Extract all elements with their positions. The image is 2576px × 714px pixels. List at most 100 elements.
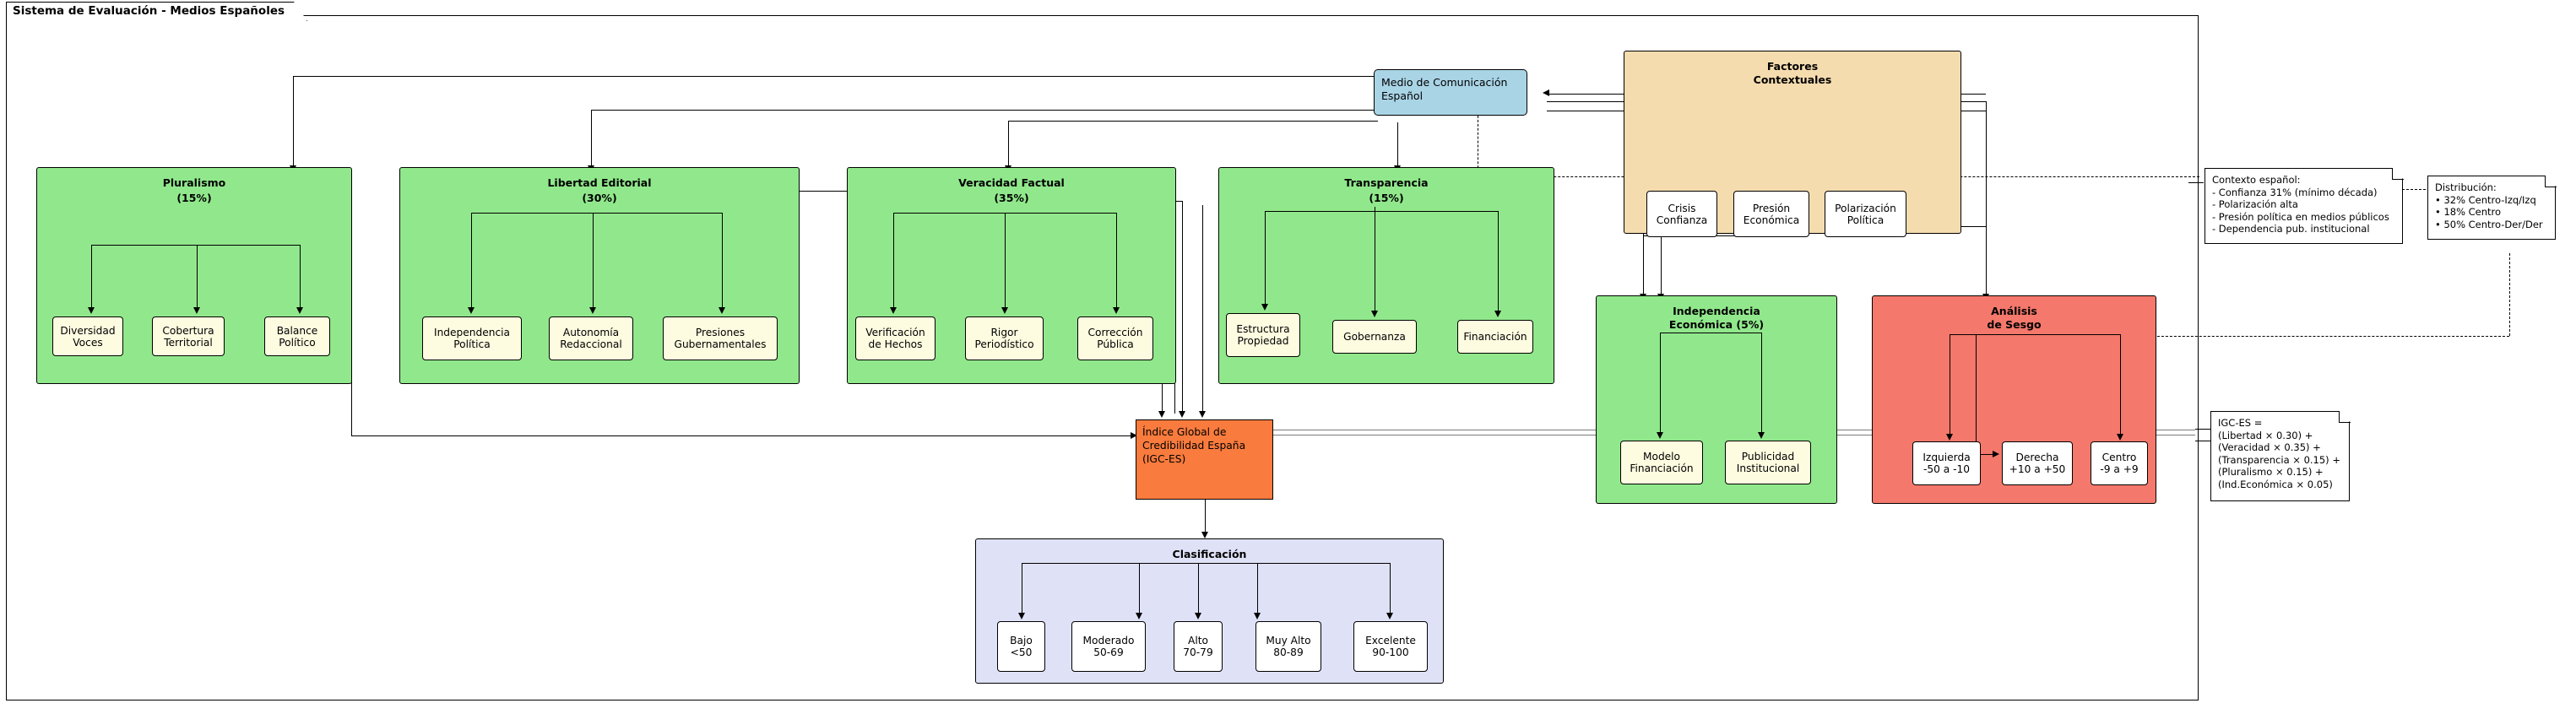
arrowhead-medio [1543, 89, 1549, 96]
group-independencia-title-1: Independencia [1673, 305, 1760, 317]
diagram-frame [6, 15, 2199, 700]
group-independencia-title-2: Económica (5%) [1668, 318, 1765, 331]
arrowhead-balance [296, 307, 303, 314]
edge-polar-bias-v [1986, 101, 1988, 295]
edge-ctx-ind-h [1643, 235, 1792, 237]
arrowhead-publicidad [1758, 432, 1765, 439]
leaf-derecha[interactable]: Derecha +10 a +50 [2002, 441, 2073, 485]
edge-medio-transparencia [1397, 122, 1399, 166]
arrowhead-independencia-politica [468, 307, 475, 314]
arrowhead-muy-alto [1254, 613, 1261, 619]
leaf-correccion-publica[interactable]: Corrección Pública [1077, 316, 1153, 360]
note-distribucion-fold [2545, 176, 2557, 187]
edge-medio-pluralismo-v [293, 76, 295, 166]
independencia-bus-v2 [1761, 333, 1763, 434]
clasificacion-bus-v5 [1390, 563, 1391, 614]
arrowhead-igc-2 [1179, 411, 1185, 418]
edge-context-note-leader [2188, 182, 2204, 184]
arrowhead-derecha [1993, 451, 1999, 457]
node-igc-es[interactable]: Índice Global de Credibilidad España (IG… [1136, 419, 1273, 500]
leaf-excelente[interactable]: Excelente 90-100 [1353, 621, 1428, 672]
group-factores-title-1: Factores [1766, 60, 1819, 73]
leaf-centro[interactable]: Centro -9 a +9 [2091, 441, 2148, 485]
leaf-publicidad-institucional[interactable]: Publicidad Institucional [1725, 441, 1811, 484]
leaf-modelo-financiacion[interactable]: Modelo Financiación [1620, 441, 1703, 484]
group-veracidad-weight: (35%) [994, 192, 1029, 204]
leaf-balance-politico[interactable]: Balance Político [264, 316, 330, 356]
pluralismo-bus-v2 [197, 245, 198, 309]
arrowhead-presiones [719, 307, 725, 314]
group-sesgo-title-1: Análisis [1991, 305, 2037, 317]
edge-ctx-ind-v2 [1661, 235, 1662, 295]
group-pluralismo-weight: (15%) [176, 192, 212, 204]
leaf-muy-alto[interactable]: Muy Alto 80-89 [1255, 621, 1321, 672]
leaf-independencia-politica[interactable]: Independencia Política [422, 316, 522, 360]
arrowhead-igc-left [1131, 432, 1137, 439]
note-contexto-fold [2392, 168, 2404, 180]
leaf-financiacion[interactable]: Financiación [1457, 320, 1533, 354]
group-pluralismo-title: Pluralismo [162, 176, 226, 189]
independencia-bus-v1 [1660, 333, 1662, 434]
leaf-bajo[interactable]: Bajo <50 [997, 621, 1045, 672]
group-sesgo-title-2: de Sesgo [1987, 318, 2042, 331]
arrowhead-igc-3 [1199, 411, 1206, 418]
veracidad-bus-v2 [1005, 213, 1006, 309]
leaf-alto[interactable]: Alto 70-79 [1174, 621, 1223, 672]
note-contexto-espanol: Contexto español: - Confianza 31% (mínim… [2205, 168, 2403, 244]
arrowhead-modelo [1657, 432, 1663, 439]
arrowhead-financiacion [1494, 311, 1501, 317]
leaf-polarizacion-politica[interactable]: Polarización Política [1825, 191, 1906, 237]
edge-medio-libertad-v [591, 110, 593, 166]
libertad-bus-v3 [722, 213, 724, 309]
group-factores-title-2: Contextuales [1753, 73, 1832, 86]
group-veracidad-title: Veracidad Factual [958, 176, 1065, 189]
sesgo-bus-v3 [2120, 334, 2122, 435]
note-formula-fold [2339, 411, 2351, 423]
edge-transparencia-igc-v [1202, 205, 1204, 413]
pluralismo-bus-h [91, 245, 300, 246]
arrowhead-correccion [1113, 307, 1120, 314]
edge-pluralismo-igc-h [351, 435, 1132, 437]
arrowhead-autonomia [589, 307, 596, 314]
leaf-verificacion-hechos[interactable]: Verificación de Hechos [855, 316, 935, 360]
group-libertad-title: Libertad Editorial [547, 176, 652, 189]
leaf-estructura-propiedad[interactable]: Estructura Propiedad [1226, 313, 1300, 357]
libertad-bus-v1 [471, 213, 473, 309]
leaf-crisis-confianza[interactable]: Crisis Confianza [1646, 191, 1717, 237]
arrowhead-alto [1195, 613, 1201, 619]
leaf-gobernanza[interactable]: Gobernanza [1332, 320, 1417, 354]
dashed-bias-note [2128, 336, 2509, 337]
arrowhead-moderado [1136, 613, 1142, 619]
edge-medio-veracidad-v [1008, 121, 1010, 166]
leaf-presiones-gubernamentales[interactable]: Presiones Gubernamentales [663, 316, 778, 360]
sesgo-bus-h2 [1976, 454, 1994, 456]
arrowhead-excelente [1386, 613, 1393, 619]
leaf-presion-economica[interactable]: Presión Económica [1733, 191, 1809, 237]
group-transparencia-title: Transparencia [1344, 176, 1429, 189]
clasificacion-bus-v4 [1257, 563, 1259, 614]
arrowhead-diversidad [88, 307, 95, 314]
edge-formula-note-1 [2195, 429, 2210, 430]
leaf-diversidad-voces[interactable]: Diversidad Voces [52, 316, 123, 356]
sesgo-bus-h [1950, 334, 2121, 336]
note-distribucion: Distribución: • 32% Centro-Izq/Izq • 18%… [2427, 176, 2556, 240]
clasificacion-bus-v3 [1198, 563, 1200, 614]
pluralismo-bus-v1 [91, 245, 93, 309]
group-clasificacion-title: Clasificación [1172, 548, 1247, 560]
transparencia-bus-v3 [1498, 211, 1500, 312]
pluralismo-bus-v3 [300, 245, 301, 309]
arrowhead-izquierda [1946, 434, 1953, 441]
leaf-izquierda[interactable]: Izquierda -50 a -10 [1912, 441, 1981, 485]
arrowhead-bajo [1018, 613, 1025, 619]
leaf-autonomia-redaccional[interactable]: Autonomía Redaccional [549, 316, 633, 360]
arrowhead-igc-1 [1158, 411, 1165, 418]
leaf-rigor-periodistico[interactable]: Rigor Periodístico [965, 316, 1044, 360]
leaf-cobertura-territorial[interactable]: Cobertura Territorial [152, 316, 225, 356]
arrowhead-verificacion [890, 307, 897, 314]
node-medio-comunicacion[interactable]: Medio de Comunicación Español [1374, 69, 1527, 116]
note-formula-igc: IGC-ES = (Libertad × 0.30) + (Veracidad … [2210, 411, 2350, 501]
leaf-moderado[interactable]: Moderado 50-69 [1071, 621, 1146, 672]
clasificacion-bus-v2 [1139, 563, 1141, 614]
edge-medio-pluralismo [293, 76, 1377, 78]
